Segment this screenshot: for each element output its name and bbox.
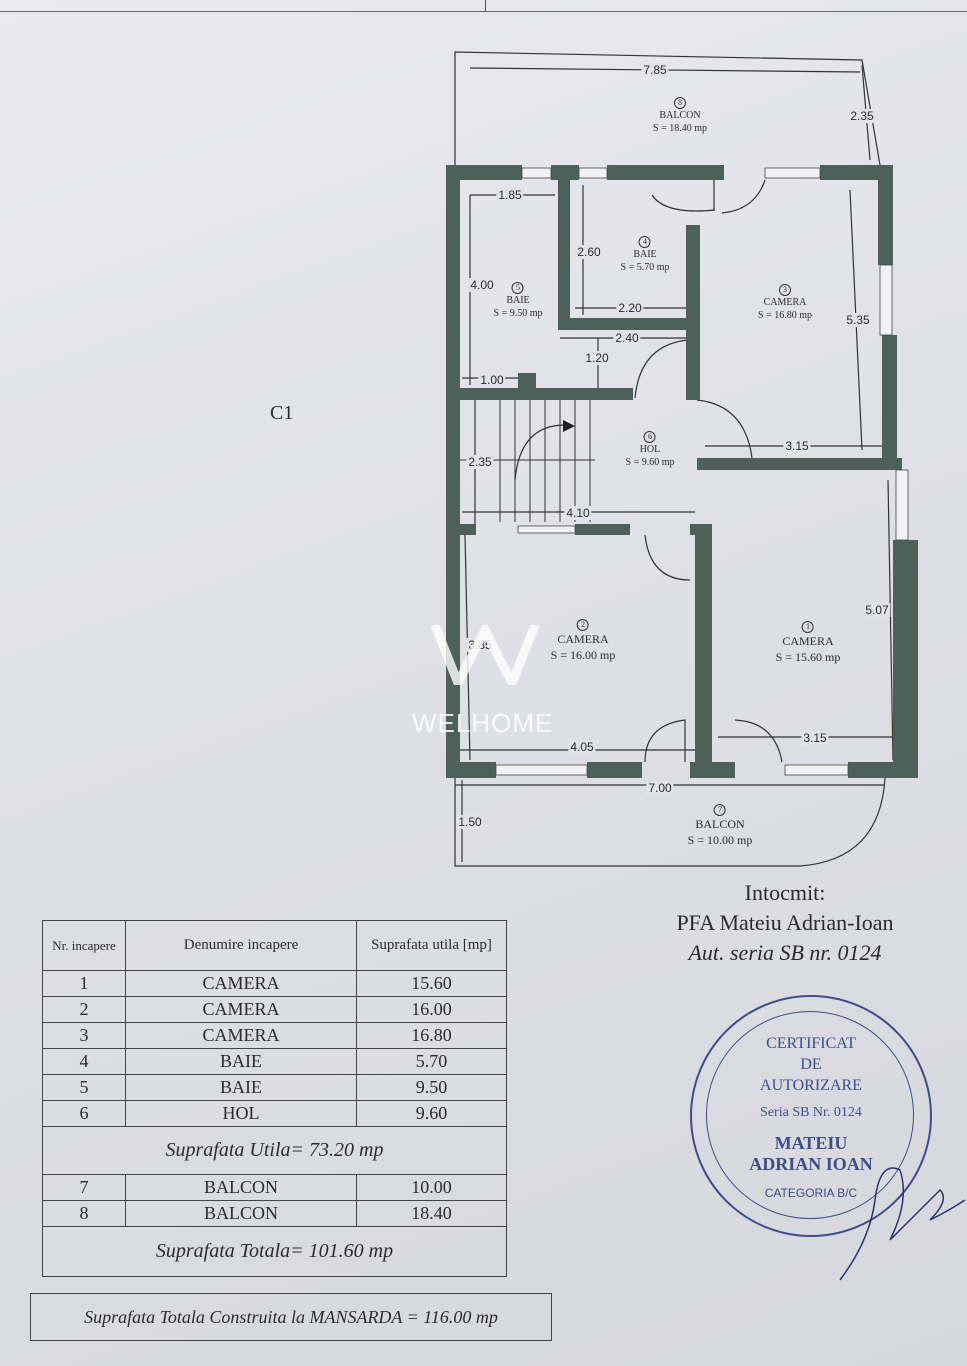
dimension: 5.07 xyxy=(863,603,891,617)
door-arc xyxy=(721,179,766,214)
watermark-text: WELHOME xyxy=(412,708,554,738)
table-header: Nr. incapere xyxy=(42,920,126,971)
watermark-logo-icon xyxy=(430,625,540,685)
dimension: 1.20 xyxy=(583,351,611,365)
table-header: Denumire incapere xyxy=(125,920,357,971)
total-area: Suprafata Totala= 101.60 mp xyxy=(42,1226,507,1277)
dimension: 4.10 xyxy=(564,506,592,520)
author-name: PFA Mateiu Adrian-Ioan xyxy=(676,910,894,935)
room-areas-table: Nr. incapere Denumire incapere Suprafata… xyxy=(42,920,507,1277)
dimension: 2.60 xyxy=(575,245,603,259)
dimension: 4.00 xyxy=(468,278,496,292)
dimension: 1.00 xyxy=(478,373,506,387)
door-arc xyxy=(644,534,691,581)
stair-arc xyxy=(514,424,566,481)
top-border-line xyxy=(485,0,486,12)
author-label: Intocmit: xyxy=(744,880,826,905)
windows xyxy=(495,167,909,776)
floor-plan-drawing xyxy=(446,51,918,867)
dimension: 4.05 xyxy=(568,740,596,754)
signature-icon xyxy=(839,1167,966,1281)
door-arc xyxy=(634,339,689,399)
dimension: 1.50 xyxy=(456,815,484,829)
dimension: 7.85 xyxy=(641,63,669,77)
authorization-stamp: CERTIFICAT DE AUTORIZARE Seria SB Nr. 01… xyxy=(690,995,932,1237)
sheet-label: C1 xyxy=(270,402,294,424)
dimension: 5.35 xyxy=(844,313,872,327)
dimension: 2.35 xyxy=(466,455,494,469)
dimension: 3.15 xyxy=(801,731,829,745)
built-area-total: Suprafata Totala Construita la MANSARDA … xyxy=(30,1293,552,1341)
dimension: 7.00 xyxy=(646,781,674,795)
usable-area-total: Suprafata Utila= 73.20 mp xyxy=(42,1126,507,1175)
door-arc xyxy=(734,719,783,763)
stair-arrow-icon xyxy=(563,420,575,432)
walls xyxy=(446,165,918,778)
dimension: 2.20 xyxy=(616,301,644,315)
door-arc xyxy=(696,399,753,459)
door-arc xyxy=(644,719,686,763)
table-header: Suprafata utila [mp] xyxy=(356,920,507,971)
dimension: 3.15 xyxy=(783,439,811,453)
top-border-line xyxy=(0,11,967,12)
dimension: 2.40 xyxy=(613,331,641,345)
balcony-7-outline xyxy=(454,777,886,867)
door-arc xyxy=(651,175,716,212)
author-authorization: Aut. seria SB nr. 0124 xyxy=(688,940,882,965)
dimension: 2.35 xyxy=(848,109,876,123)
author-block: Intocmit: PFA Mateiu Adrian-Ioan Aut. se… xyxy=(660,878,910,968)
dimension: 1.85 xyxy=(496,188,524,202)
